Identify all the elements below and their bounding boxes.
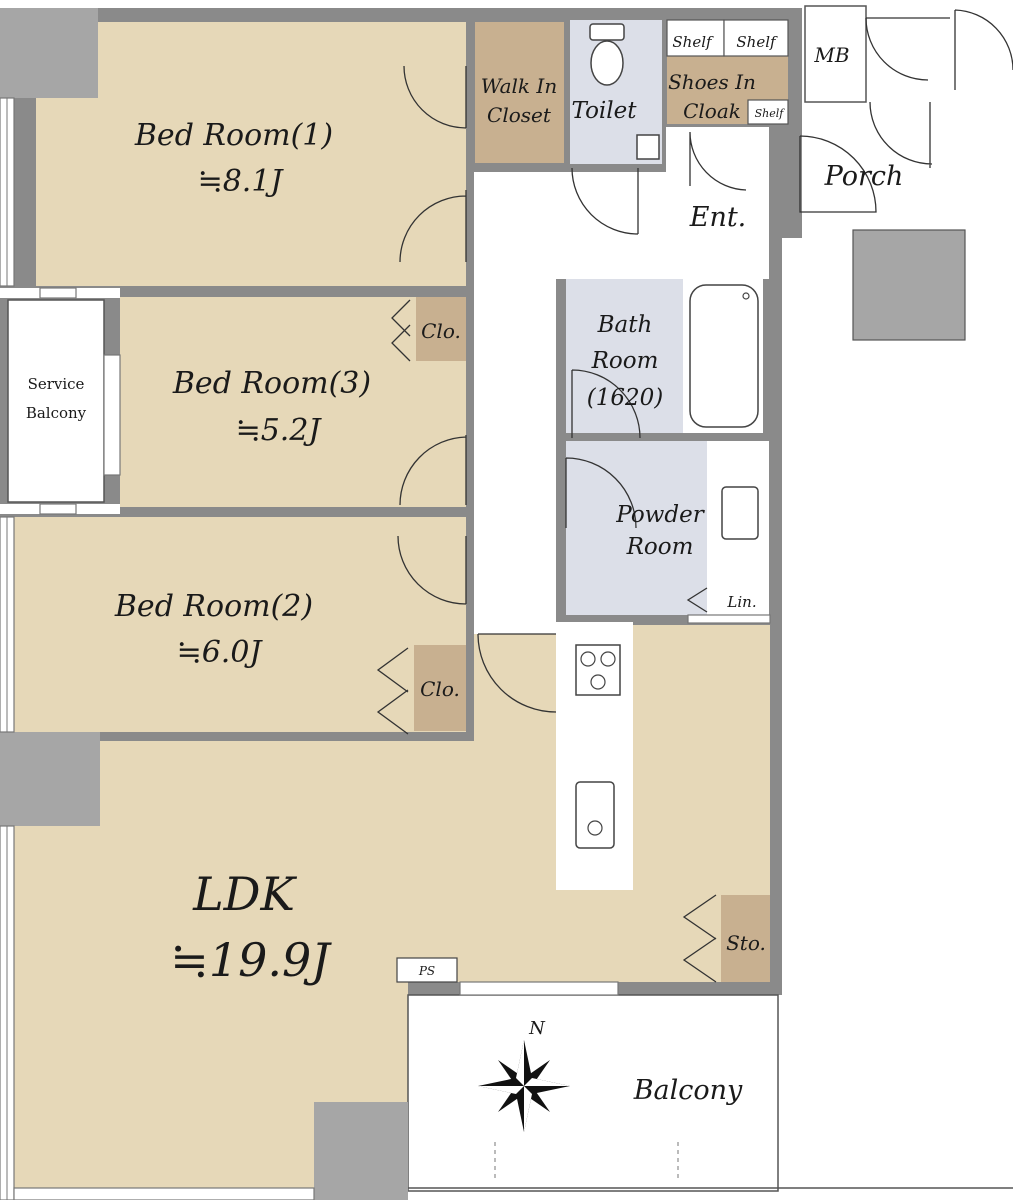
storage-label: Sto. bbox=[726, 931, 766, 955]
powder-room-label-1: Powder bbox=[615, 502, 705, 528]
ent-label: Ent. bbox=[689, 202, 747, 233]
kitchen-sink-drain bbox=[587, 820, 603, 836]
toilet-bowl-icon bbox=[590, 40, 624, 86]
balcony-label: Balcony bbox=[633, 1075, 743, 1106]
window-powder bbox=[687, 614, 771, 624]
door-porch bbox=[799, 135, 877, 213]
shelf-box-small bbox=[747, 99, 789, 125]
ps-label: PS bbox=[418, 964, 435, 978]
door-storage bbox=[682, 894, 717, 983]
door-mb-b bbox=[869, 101, 933, 168]
bath-room-label-2: Room bbox=[591, 348, 659, 374]
door-mb-c bbox=[954, 9, 1013, 90]
closet-lower-floor bbox=[414, 645, 466, 731]
porch-label: Porch bbox=[824, 161, 904, 192]
door-linen bbox=[686, 587, 708, 613]
door-mb-a bbox=[865, 17, 950, 81]
stove-icon bbox=[575, 644, 621, 696]
shelf-label-small: Shelf bbox=[755, 107, 786, 120]
walk-in-closet-label-2: Closet bbox=[487, 103, 552, 127]
bed-room-1-name: Bed Room(1) bbox=[134, 118, 333, 153]
door-toilet bbox=[571, 167, 639, 235]
powder-room-label-2: Room bbox=[626, 534, 694, 560]
window-service-bottom bbox=[39, 503, 77, 515]
closet-lower-label: Clo. bbox=[420, 677, 460, 701]
bed-room-3-area: ≒5.2J bbox=[236, 413, 323, 448]
door-ldk bbox=[477, 633, 557, 713]
shelf-label-left: Shelf bbox=[672, 33, 714, 51]
bed-room-1-area: ≒8.1J bbox=[198, 164, 285, 199]
closet-upper-floor bbox=[416, 297, 466, 361]
linen-label: Lin. bbox=[726, 593, 756, 611]
storage-floor bbox=[721, 895, 770, 982]
bed-room-1-floor bbox=[36, 22, 466, 286]
service-balcony-label-2: Balcony bbox=[26, 404, 87, 422]
walk-in-closet-floor bbox=[475, 22, 564, 163]
compass-north: N bbox=[528, 1018, 546, 1039]
window-bed3 bbox=[103, 354, 121, 476]
walk-in-closet-label-1: Walk In bbox=[481, 74, 557, 98]
column-ldk-left bbox=[0, 732, 100, 826]
window-ldk-balcony bbox=[459, 981, 619, 996]
door-bath bbox=[571, 369, 641, 439]
column-porch bbox=[852, 229, 966, 341]
wet-core-wall-band bbox=[556, 268, 769, 279]
door-bed1-top bbox=[403, 65, 467, 129]
bath-room-floor bbox=[566, 279, 683, 433]
service-balcony-floor bbox=[7, 299, 105, 503]
vanity-sink-icon bbox=[721, 486, 759, 540]
mb-label: MB bbox=[813, 43, 849, 67]
bed-room-2-area: ≒6.0J bbox=[177, 635, 264, 670]
window-service-top bbox=[39, 287, 77, 299]
burner-3 bbox=[590, 674, 606, 690]
bath-drain bbox=[742, 292, 750, 300]
bed-room-3-floor bbox=[120, 297, 466, 507]
entrance-floor bbox=[666, 127, 769, 268]
door-closet-lower bbox=[376, 647, 409, 735]
exterior-right bbox=[782, 240, 1013, 1200]
bed-room-2-name: Bed Room(2) bbox=[114, 589, 313, 624]
ps-box bbox=[396, 957, 458, 983]
door-entrance bbox=[689, 131, 747, 191]
burner-2 bbox=[600, 651, 616, 667]
door-bed2 bbox=[397, 535, 467, 605]
toilet-tank bbox=[589, 23, 625, 41]
bed-room-3-name: Bed Room(3) bbox=[172, 366, 371, 401]
door-bed3 bbox=[399, 435, 467, 506]
linen-floor bbox=[707, 584, 769, 615]
burner-1 bbox=[580, 651, 596, 667]
compass-rose-icon bbox=[478, 1040, 570, 1132]
toilet-label: Toilet bbox=[572, 98, 638, 124]
bath-tub-icon bbox=[689, 284, 759, 428]
shelf-label-right: Shelf bbox=[736, 33, 778, 51]
shoes-cloak-label-2: Cloak bbox=[683, 99, 741, 123]
balcony-floor bbox=[407, 994, 779, 1192]
shelf-box-right bbox=[723, 19, 789, 57]
ldk-floor bbox=[14, 625, 770, 982]
hallway-top bbox=[474, 172, 666, 268]
bath-room-label-3: (1620) bbox=[587, 385, 663, 411]
window-ldk-bottom bbox=[13, 1187, 315, 1200]
ldk-name: LDK bbox=[192, 867, 297, 921]
toilet-basin bbox=[636, 134, 660, 160]
service-balcony-label-1: Service bbox=[28, 375, 85, 393]
bed-room-2-floor bbox=[14, 517, 466, 732]
bath-room-label-1: Bath bbox=[597, 312, 653, 338]
ldk-area: ≒19.9J bbox=[170, 933, 332, 987]
column-ldk-bottom bbox=[314, 1102, 408, 1200]
column-upper-left bbox=[0, 8, 98, 98]
mb-box bbox=[804, 5, 867, 103]
closet-upper-label: Clo. bbox=[421, 319, 461, 343]
door-bed1 bbox=[399, 190, 467, 263]
door-closet-upper bbox=[391, 299, 411, 362]
kitchen-sink-icon bbox=[575, 781, 615, 849]
shoes-cloak-label-1: Shoes In bbox=[668, 70, 756, 94]
door-powder bbox=[565, 457, 637, 529]
